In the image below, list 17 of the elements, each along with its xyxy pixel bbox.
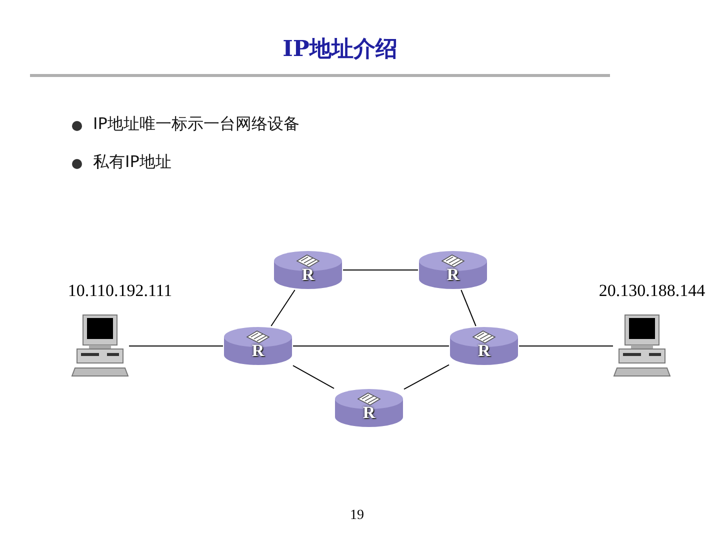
page-number: 19: [350, 508, 364, 524]
router-letter: R: [250, 342, 266, 360]
ip-address: 20.130.188.144: [598, 281, 706, 301]
computer-icon: [71, 314, 129, 378]
link-line: [404, 364, 450, 390]
bullet-text: IP地址唯一标示一台网络设备: [93, 114, 300, 135]
router-letter: R: [362, 404, 376, 422]
ip-address: 10.110.192.111: [68, 281, 172, 301]
slide-title: IP地址介绍: [282, 35, 398, 64]
router-letter: R: [300, 266, 316, 284]
router-letter: R: [446, 266, 460, 284]
link-line: [460, 290, 476, 326]
computer-icon: [613, 314, 671, 378]
link-line: [292, 365, 334, 389]
link-line: [270, 290, 296, 326]
bullet-text: 私有IP地址: [93, 152, 172, 173]
router-letter: R: [476, 342, 492, 360]
